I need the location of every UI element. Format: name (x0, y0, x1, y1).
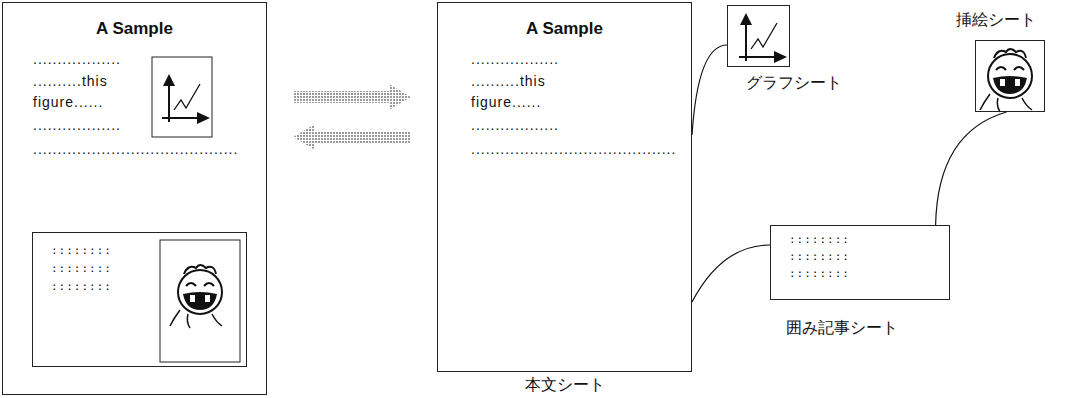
text-line: .................. (33, 51, 121, 67)
sheet-label: 本文シート (438, 376, 691, 394)
text-line: ........................................… (471, 141, 676, 157)
sheet-label: グラフシート (746, 74, 842, 92)
sheet-label: 囲み記事シート (786, 319, 898, 337)
conversion-arrow (293, 124, 411, 150)
boxed-article-sheet: ::::::::::::::::::::::::囲み記事シート (770, 225, 950, 300)
figure-frame (152, 57, 212, 137)
graph-icon (739, 13, 787, 63)
text-line: .................. (471, 51, 559, 67)
text-line: .................. (471, 117, 559, 133)
page-title: A Sample (3, 19, 266, 39)
page-title: A Sample (438, 19, 691, 39)
text-line: ........................................… (33, 141, 238, 157)
text-line: :::::::: (789, 268, 850, 281)
text-line: ..........this figure...... (471, 71, 556, 113)
text-line: :::::::: (51, 281, 112, 294)
text-line: .................. (33, 117, 121, 133)
body-sheet: A Sample.................. ..........this… (437, 2, 692, 372)
text-line: :::::::: (789, 234, 850, 247)
text-line: :::::::: (51, 263, 112, 276)
text-line: :::::::: (51, 245, 112, 258)
boxed-article: :::::::::::::::::::::::: (32, 232, 247, 367)
text-line: :::::::: (789, 251, 850, 264)
conversion-arrow (293, 84, 411, 110)
sheet-label: 挿絵シート (956, 11, 1036, 29)
face-illustration (980, 49, 1032, 112)
face-illustration (170, 265, 222, 328)
link-curve (936, 112, 1007, 225)
picture-frame (160, 240, 240, 362)
graph-icon (162, 74, 210, 124)
illustration-sheet: 挿絵シート (975, 40, 1045, 112)
text-line: ..........this figure...... (33, 71, 118, 113)
page-composite: A Sample.................. ..........this… (2, 2, 267, 395)
link-curve (692, 45, 727, 135)
link-curve (692, 245, 770, 302)
graph-sheet: グラフシート (727, 5, 790, 67)
